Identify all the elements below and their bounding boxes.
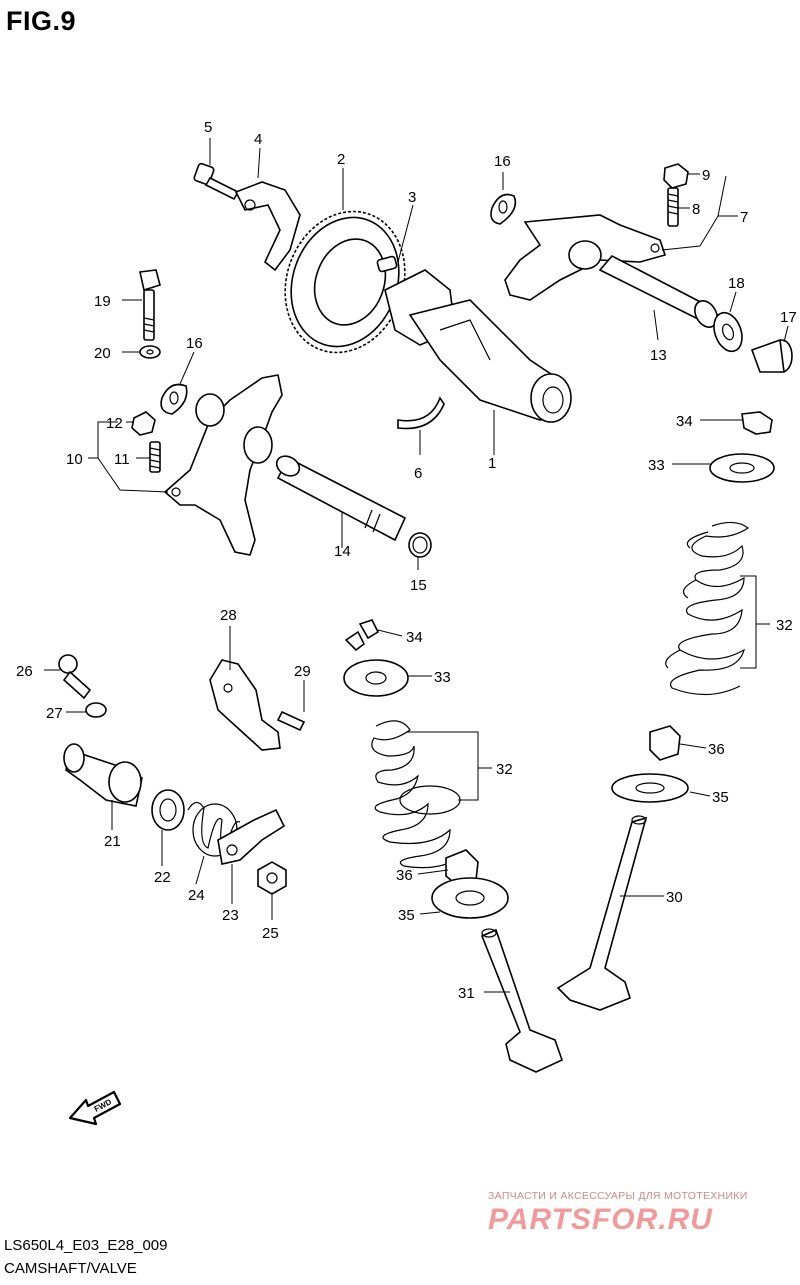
callout-11: 11 (114, 451, 130, 468)
callout-23: 23 (222, 907, 239, 924)
callout-4: 4 (254, 131, 262, 148)
callout-31: 31 (458, 985, 475, 1002)
callout-5: 5 (204, 119, 212, 136)
callout-20: 20 (94, 345, 111, 362)
figure-name: CAMSHAFT/VALVE (4, 1260, 137, 1277)
callout-19: 19 (94, 293, 111, 310)
ring-16-left (160, 383, 188, 415)
cotter-34-center (344, 619, 380, 652)
callout-16-left: 16 (186, 335, 203, 352)
valve-spring-32-center (371, 720, 463, 869)
bolt-5 (193, 162, 240, 201)
callout-34-center: 34 (406, 629, 423, 646)
adjust-screw-11 (149, 441, 161, 473)
rocker-shaft-13 (598, 254, 718, 328)
rocker-shaft-14 (275, 455, 407, 542)
valve-31 (480, 928, 563, 1073)
pin-3 (376, 255, 398, 273)
callout-35-center: 35 (398, 907, 415, 924)
callout-22: 22 (154, 869, 171, 886)
callout-35-right: 35 (712, 789, 729, 806)
callout-27: 27 (46, 705, 63, 722)
callout-36-right: 36 (708, 741, 725, 758)
callout-33-right: 33 (648, 457, 665, 474)
circlip-6 (397, 396, 445, 430)
adjust-screw-8 (667, 187, 679, 227)
callout-14: 14 (334, 543, 351, 560)
callout-34-right: 34 (676, 413, 693, 430)
callout-25: 25 (262, 925, 279, 942)
callout-32-center: 32 (496, 761, 513, 778)
callout-labels: 5 4 2 3 6 1 16 9 8 7 19 20 16 12 11 10 1… (16, 119, 797, 1002)
tensioner-21 (63, 743, 143, 807)
callout-26: 26 (16, 663, 33, 680)
plug-17 (750, 338, 793, 373)
callout-30: 30 (666, 889, 683, 906)
valve-spring-32-right (665, 521, 750, 696)
callout-21: 21 (104, 833, 121, 850)
callout-2: 2 (337, 151, 345, 168)
callout-10: 10 (66, 451, 83, 468)
callout-7: 7 (740, 209, 748, 226)
washer-22 (151, 789, 185, 831)
callout-16-top: 16 (494, 153, 511, 170)
callout-32-right: 32 (776, 617, 793, 634)
callout-24: 24 (188, 887, 205, 904)
valve-30 (556, 815, 648, 1011)
washer-20 (139, 345, 161, 359)
rocker-arm-10 (163, 374, 283, 556)
bolt-26 (58, 654, 92, 700)
callout-8: 8 (692, 201, 700, 218)
callout-3: 3 (408, 189, 416, 206)
callout-17: 17 (780, 309, 797, 326)
screw-29 (276, 710, 306, 732)
figure-code: LS650L4_E03_E28_009 (4, 1237, 168, 1254)
retainer-33-center (343, 659, 409, 697)
callout-15: 15 (410, 577, 427, 594)
retainer-33-right (709, 453, 775, 483)
nut-25 (257, 861, 287, 895)
callout-6: 6 (414, 465, 422, 482)
o-ring-15 (408, 532, 432, 558)
callout-9: 9 (702, 167, 710, 184)
washer-18 (713, 311, 743, 353)
callout-1: 1 (488, 455, 496, 472)
camshaft (384, 269, 572, 423)
leader-lines (44, 138, 789, 993)
washer-27 (85, 702, 107, 718)
callout-33-center: 33 (434, 669, 451, 686)
watermark-brand: PARTSFOR.RU (488, 1203, 713, 1236)
callout-36-center: 36 (396, 867, 413, 884)
valve-seal-36-right (649, 725, 681, 761)
bracket-28 (209, 659, 281, 751)
cam-sprocket (284, 210, 406, 354)
spring-seat-35-center (431, 877, 509, 919)
callout-28: 28 (220, 607, 237, 624)
lock-plate-4 (234, 181, 301, 272)
bolt-19 (139, 269, 161, 341)
cotter-34-right (741, 411, 773, 435)
figure-title: FIG.9 (6, 6, 77, 36)
plate-23 (217, 808, 286, 865)
lock-nut-12 (131, 411, 156, 436)
ring-16-top (490, 193, 517, 225)
callout-18: 18 (728, 275, 745, 292)
spring-seat-35-right (611, 773, 689, 803)
callout-12: 12 (106, 415, 123, 432)
lock-nut-9 (663, 163, 689, 189)
callout-13: 13 (650, 347, 667, 364)
fwd-arrow-icon: FWD (68, 1090, 122, 1126)
watermark-tagline: ЗАПЧАСТИ И АКСЕССУАРЫ ДЛЯ МОТОТЕХНИКИ (488, 1190, 748, 1202)
callout-29: 29 (294, 663, 311, 680)
rocker-arm-7 (504, 214, 667, 301)
